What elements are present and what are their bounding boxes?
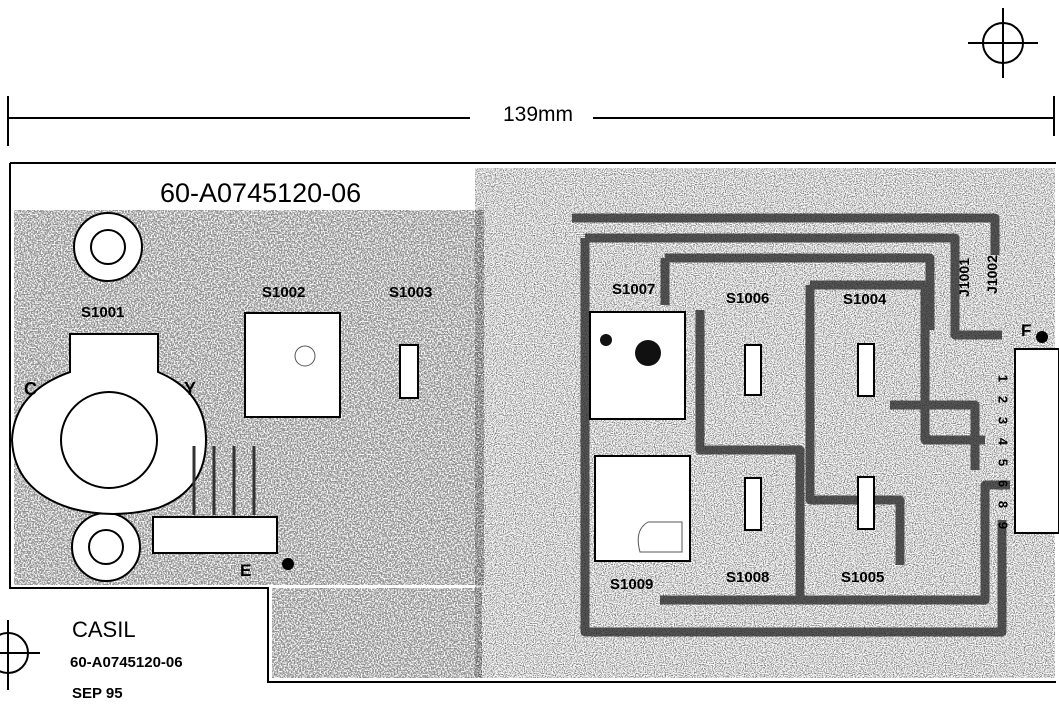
registration-mark-top-right (968, 8, 1038, 78)
pin-label-y: Y (184, 379, 197, 399)
label-s1004: S1004 (843, 291, 887, 308)
s1005-footprint (857, 476, 875, 530)
label-s1006: S1006 (726, 290, 770, 307)
connector-pin-numbers: 1 2 3 4 5 6 8 9 (996, 368, 1011, 536)
s1008-footprint (744, 477, 762, 531)
label-s1001: S1001 (81, 304, 125, 321)
label-s1009: S1009 (610, 576, 654, 593)
copper-fill-texture (14, 168, 1055, 678)
connector-pin: 4 (995, 437, 1011, 446)
s1007-footprint (589, 311, 686, 420)
s1009-pad (637, 521, 683, 553)
s1002-pad (294, 345, 316, 367)
label-s1003: S1003 (389, 284, 433, 301)
mounting-hole-bottom (71, 512, 141, 582)
s1003-footprint (399, 344, 419, 399)
date-label: SEP 95 (72, 685, 123, 702)
s1007-pad-small (600, 334, 612, 346)
label-s1008: S1008 (726, 569, 770, 586)
label-s1002: S1002 (262, 284, 306, 301)
test-point-e (282, 558, 294, 570)
s1001-footprint (10, 333, 208, 515)
label-s1007: S1007 (612, 281, 656, 298)
board-part-number: 60-A0745120-06 (160, 178, 362, 208)
mounting-hole-top (73, 212, 143, 282)
connector-pin: 6 (995, 479, 1011, 488)
connector-pin: 2 (995, 395, 1011, 404)
registration-mark-bottom-left (0, 620, 40, 690)
connector-pin: 5 (995, 458, 1011, 467)
connector-pin: 8 (995, 500, 1011, 509)
label-s1005: S1005 (841, 569, 885, 586)
s1006-footprint (744, 344, 762, 396)
dimension-line (7, 96, 1055, 146)
connector-pin: 3 (995, 416, 1011, 425)
edge-connector-f (1014, 348, 1059, 534)
board-outline (9, 162, 1056, 683)
s1002-footprint (244, 312, 341, 418)
header-connector-e-leads (192, 446, 256, 515)
header-connector-e (152, 516, 278, 554)
s1007-pad (635, 340, 661, 366)
part-number-small: 60-A0745120-06 (70, 654, 183, 671)
label-j1002: J1002 (984, 255, 1000, 294)
s1004-footprint (857, 343, 875, 397)
copper-traces (572, 213, 1010, 637)
pin-label-c: C (24, 379, 37, 399)
pin-label-e: E (240, 561, 252, 580)
pin-label-f: F (1021, 321, 1032, 340)
maker-label: CASIL (72, 617, 136, 642)
dimension-label: 139mm (503, 103, 574, 126)
label-j1001: J1001 (956, 258, 972, 297)
connector-pin: 9 (995, 521, 1011, 530)
connector-pin: 1 (995, 374, 1011, 383)
test-point-f (1036, 331, 1048, 343)
